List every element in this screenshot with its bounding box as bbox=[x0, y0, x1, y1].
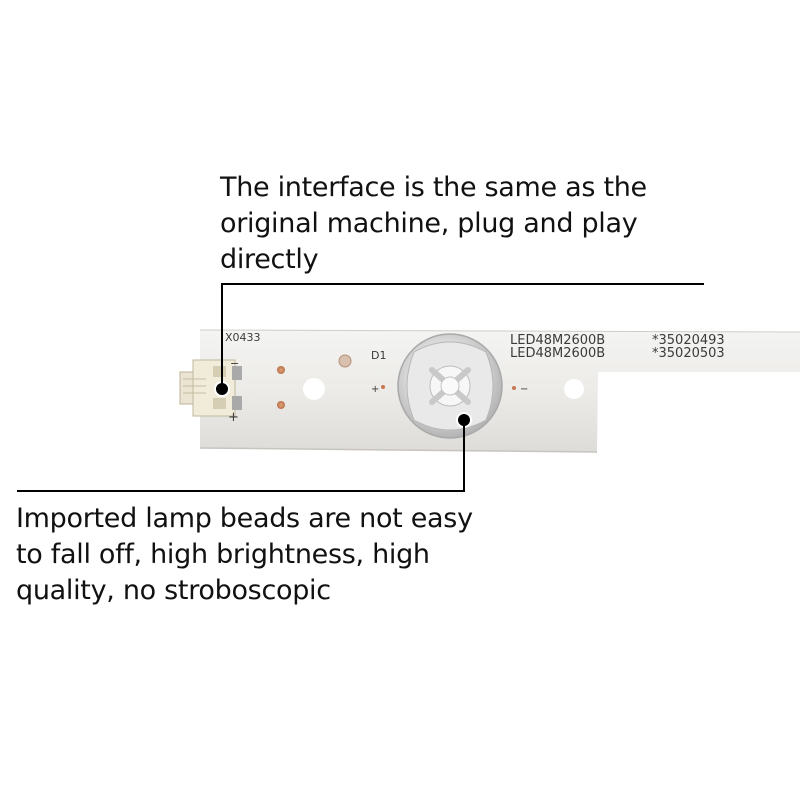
serial-number-1: *35020493 bbox=[652, 333, 725, 348]
mounting-hole bbox=[303, 378, 325, 400]
serial-number-2: *35020503 bbox=[652, 346, 725, 361]
caption-line: quality, no stroboscopic bbox=[16, 575, 331, 606]
led-label: D1 bbox=[371, 349, 386, 362]
solder-pad bbox=[277, 401, 285, 409]
polarity-dot bbox=[512, 386, 516, 390]
caption-lamp-beads: Imported lamp beads are not easy to fall… bbox=[16, 501, 473, 609]
callout-line-top-vertical bbox=[221, 283, 223, 389]
polarity-dot bbox=[381, 385, 385, 389]
caption-line: directly bbox=[220, 244, 319, 275]
model-number-2: LED48M2600B bbox=[510, 346, 605, 361]
caption-line: original machine, plug and play bbox=[220, 208, 638, 239]
via-pad bbox=[338, 354, 352, 368]
caption-interface: The interface is the same as the origina… bbox=[220, 170, 647, 278]
model-number-1: LED48M2600B bbox=[510, 333, 605, 348]
callout-line-top-horizontal bbox=[221, 283, 704, 285]
polarity-plus: + bbox=[371, 384, 379, 395]
pad-plus-mark: + bbox=[228, 410, 239, 425]
caption-line: The interface is the same as the bbox=[220, 172, 647, 203]
polarity-minus: − bbox=[520, 384, 528, 395]
callout-line-bottom-vertical bbox=[463, 420, 465, 492]
pad-minus-mark: − bbox=[230, 357, 239, 370]
callout-line-bottom-horizontal bbox=[17, 490, 465, 492]
caption-line: to fall off, high brightness, high bbox=[16, 539, 430, 570]
part-code: X0433 bbox=[225, 331, 261, 344]
led-lens bbox=[397, 333, 503, 439]
solder-pad bbox=[277, 366, 285, 374]
caption-line: Imported lamp beads are not easy bbox=[16, 503, 473, 534]
mounting-hole bbox=[564, 379, 584, 399]
